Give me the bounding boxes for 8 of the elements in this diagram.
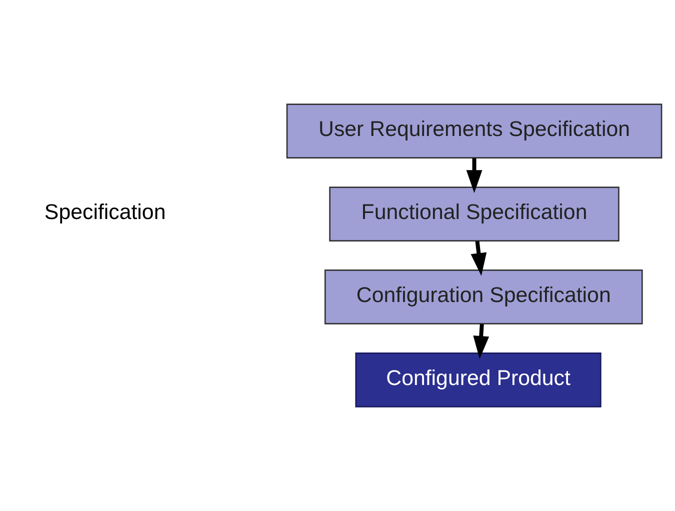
node-box: Configuration Specification [324,270,643,324]
arrow [466,158,482,193]
node-box: Functional Specification [329,186,620,242]
node-box: User Requirements Specification [286,104,662,159]
node-box: Configured Product [355,352,602,408]
label: Specification [44,200,166,224]
arrow [470,240,487,276]
arrow [473,324,490,359]
